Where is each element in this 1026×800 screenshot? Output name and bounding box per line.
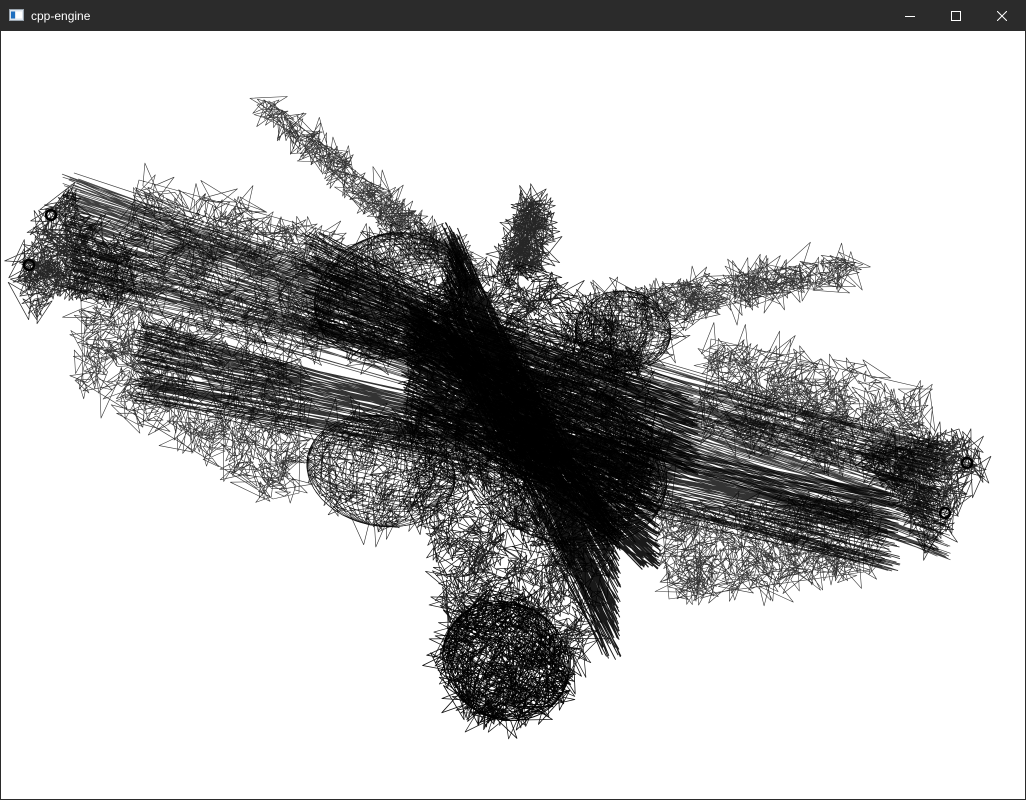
window-controls — [887, 1, 1025, 31]
title-bar[interactable]: cpp-engine — [1, 1, 1025, 31]
close-icon — [997, 11, 1007, 21]
close-button[interactable] — [979, 1, 1025, 31]
wireframe-aircraft-model — [4, 96, 992, 740]
render-viewport[interactable] — [1, 31, 1025, 799]
maximize-icon — [951, 11, 961, 21]
vertical-tail — [485, 183, 563, 288]
minimize-button[interactable] — [887, 1, 933, 31]
maximize-button[interactable] — [933, 1, 979, 31]
window-title: cpp-engine — [31, 9, 91, 23]
left-lower-ring — [22, 258, 36, 272]
right-lower-ring — [938, 506, 952, 520]
right-upper-ring — [960, 456, 974, 470]
minimize-icon — [905, 16, 915, 17]
app-window-icon — [9, 9, 24, 21]
left-upper-ring — [44, 208, 58, 222]
